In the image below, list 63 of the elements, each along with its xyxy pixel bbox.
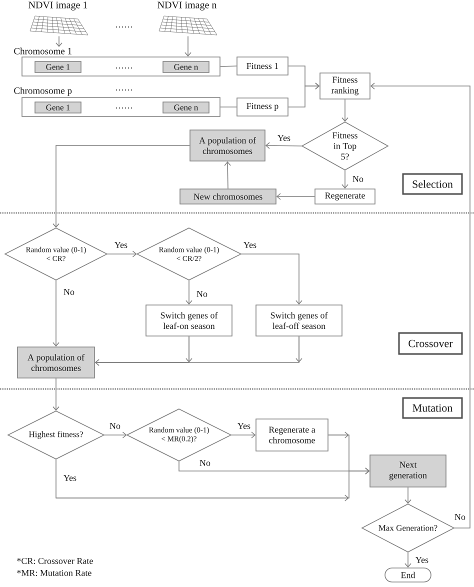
ellipsis: …… [116, 89, 132, 91]
edge-label: No [454, 513, 466, 521]
arrow [52, 378, 60, 411]
edge-label: Yes [242, 241, 258, 249]
edge-label: Yes [62, 474, 78, 482]
process-box: Regenerate [314, 188, 376, 204]
arrow [288, 82, 320, 108]
gene-box: Gene 1 [34, 61, 82, 73]
arrow [240, 254, 302, 305]
arrow [224, 161, 231, 190]
footnote: *CR: Crossover Rate [17, 558, 93, 564]
arrow [342, 170, 348, 189]
arrow [265, 142, 302, 149]
arrow [104, 432, 127, 438]
box-heading: Chromosome 1 [14, 48, 72, 54]
process-box: Fitness ranking [320, 72, 370, 100]
arrow [230, 432, 256, 438]
connector-line [220, 66, 237, 67]
arrow [52, 145, 190, 228]
highlighted-box: A population of chromosomes [17, 346, 95, 378]
edge-label: Yes [113, 241, 129, 249]
process-box: Regenerate a chromosome [256, 418, 328, 452]
edge-label: No [62, 288, 76, 296]
arrow [56, 36, 62, 47]
arrow [184, 36, 192, 57]
ellipsis: …… [116, 67, 132, 69]
arrow [106, 250, 137, 258]
process-box: Fitness 1 [236, 56, 288, 76]
footnote: *MR: Mutation Rate [17, 570, 92, 576]
arrow [342, 99, 348, 122]
arrow [404, 552, 412, 568]
arrow [276, 193, 315, 200]
arrow [404, 487, 412, 504]
arrow [56, 458, 370, 502]
box-heading: Chromosome p [14, 87, 72, 96]
edge-label: No [196, 290, 208, 298]
arrow [52, 280, 60, 347]
edge-label: Yes [414, 556, 430, 564]
process-box: Fitness p [236, 98, 288, 116]
edge-label: Yes [276, 134, 292, 142]
ellipsis: …… [116, 107, 132, 109]
gene-box: Gene n [162, 61, 210, 73]
highlighted-box: New chromosomes [180, 188, 276, 204]
highlighted-box: Next generation [370, 454, 446, 488]
image-title: NDVI image n [158, 2, 217, 10]
arrow [186, 280, 192, 305]
gene-box: Gene 1 [34, 102, 82, 114]
process-box: Switch genes of leaf-on season [146, 304, 232, 336]
arrow [370, 82, 470, 528]
process-box: Switch genes of leaf-off season [256, 304, 342, 336]
edge-label: No [198, 459, 212, 467]
ellipsis: …… [116, 26, 132, 28]
image-title: NDVI image 1 [28, 2, 88, 10]
edge-label: Yes [236, 422, 252, 430]
edge-label: No [108, 422, 122, 430]
highlighted-box: A population of chromosomes [190, 130, 266, 162]
connector-line [220, 106, 237, 108]
arrow [94, 336, 302, 366]
edge-label: No [352, 175, 364, 183]
section-label: Selection [402, 173, 463, 195]
gene-box: Gene n [162, 102, 210, 114]
section-label: Crossover [398, 332, 463, 355]
section-label: Mutation [402, 397, 463, 419]
